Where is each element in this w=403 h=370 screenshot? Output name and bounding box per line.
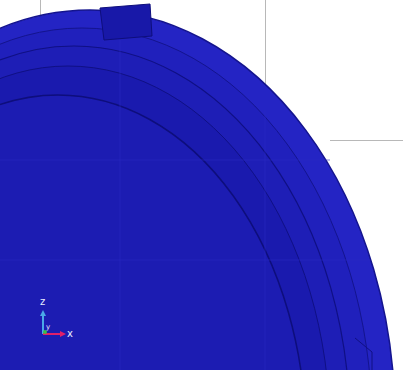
axis-label: y — [46, 322, 50, 332]
rim-step — [0, 28, 372, 370]
ring-inner — [0, 66, 330, 370]
mesh-lines — [0, 40, 370, 370]
axis-label: x — [67, 329, 73, 339]
edge-facet — [355, 338, 372, 370]
outer-rim — [0, 10, 395, 370]
tab-feature — [100, 4, 152, 40]
ring — [0, 46, 350, 370]
axis-triad — [40, 310, 66, 337]
inner-face — [0, 95, 306, 370]
axis-label: z — [40, 297, 45, 307]
